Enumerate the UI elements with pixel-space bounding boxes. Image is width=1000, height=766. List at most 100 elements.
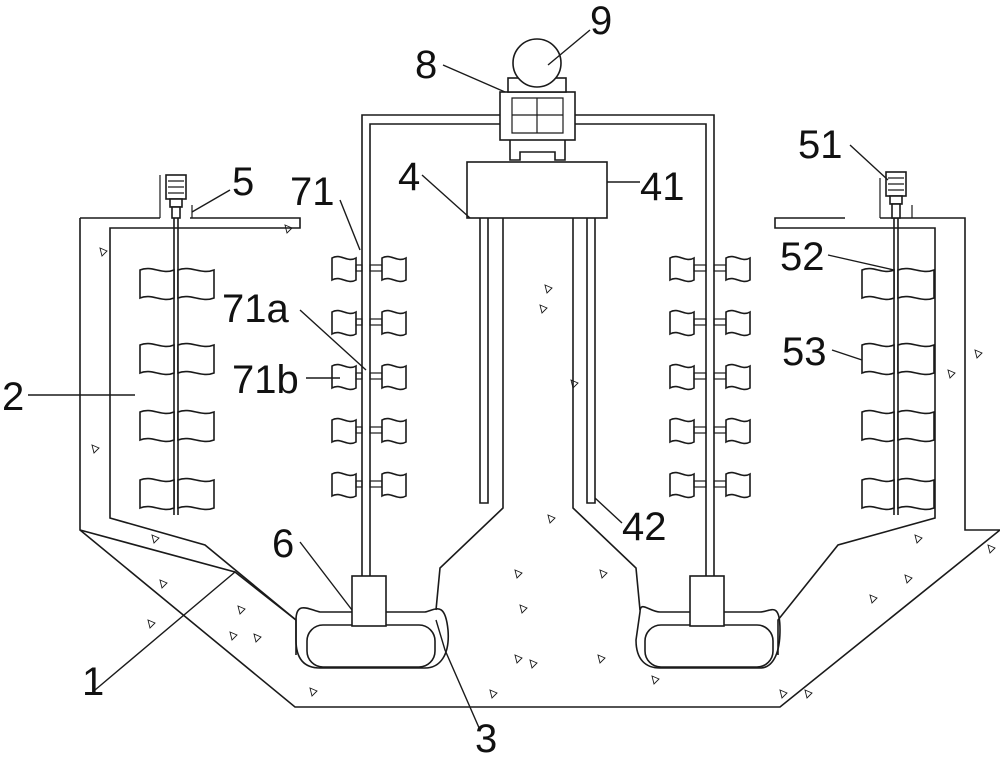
speck-2 xyxy=(151,534,160,544)
right-mixer-blade-1-b xyxy=(725,309,751,337)
right-mixer-arm-2-a xyxy=(693,372,707,380)
left-mixer-blade-3-a xyxy=(331,417,357,445)
label-1: 1 xyxy=(82,660,104,704)
left-mixer-arm-0-b xyxy=(369,264,383,272)
label-71b: 71b xyxy=(232,358,299,402)
right-mixer-blade-1-a xyxy=(669,309,695,337)
coupling xyxy=(509,140,566,161)
left-mixer-blade-4-a xyxy=(331,471,357,499)
speck-8 xyxy=(489,689,498,699)
right-mixer-blade-3-b xyxy=(725,417,751,445)
gear-box-detail xyxy=(511,97,564,134)
feed-box xyxy=(466,161,608,219)
left-mixer-blade-3-b xyxy=(381,417,407,445)
label-2: 2 xyxy=(2,375,24,419)
speck-29 xyxy=(987,544,996,554)
speck-22 xyxy=(914,534,923,544)
speck-13 xyxy=(514,569,523,579)
speck-20 xyxy=(974,349,983,359)
label-5: 5 xyxy=(232,160,254,204)
speck-14 xyxy=(599,569,608,579)
left-mixer-arm-0-a xyxy=(355,264,363,272)
left-mixer-blade-1-a xyxy=(331,309,357,337)
right-mixer-blade-2-b xyxy=(725,363,751,391)
central-channel xyxy=(435,218,641,611)
right-mixer-arm-1-a xyxy=(693,318,707,326)
leader-3 xyxy=(435,619,481,731)
right-impeller xyxy=(644,624,774,668)
speck-23 xyxy=(904,574,913,584)
left-mixer-arm-1-a xyxy=(355,318,363,326)
leader-4 xyxy=(421,174,471,219)
tank-outer-wall xyxy=(79,217,1000,708)
label-71: 71 xyxy=(290,170,335,214)
right-tank-blade-2-b xyxy=(897,409,935,443)
label-51: 51 xyxy=(798,123,843,167)
speck-17 xyxy=(514,654,523,664)
right-drive-block xyxy=(689,575,725,627)
left-tank-blade-2-b xyxy=(177,409,215,443)
leader-51 xyxy=(849,144,889,181)
speck-9 xyxy=(544,284,553,294)
leader-6 xyxy=(299,541,353,611)
left-mixer-arm-1-b xyxy=(369,318,383,326)
leader-71 xyxy=(339,199,361,251)
right-mixer-arm-4-b xyxy=(713,480,727,488)
speck-5 xyxy=(253,633,262,643)
right-mixer-arm-2-b xyxy=(713,372,727,380)
left-tank-blade-2-a xyxy=(139,409,175,443)
left-mixer-blade-4-b xyxy=(381,471,407,499)
leader-53 xyxy=(831,349,863,361)
right-tank-blade-0-a xyxy=(861,267,895,301)
left-mixer-arm-4-a xyxy=(355,480,363,488)
leader-5 xyxy=(191,189,231,213)
left-drive-block xyxy=(351,575,387,627)
left-tank-blade-0-a xyxy=(139,267,175,301)
right-mixer-blade-4-b xyxy=(725,471,751,499)
label-53: 53 xyxy=(782,330,827,374)
right-mixer-blade-2-a xyxy=(669,363,695,391)
right-mixer-blade-3-a xyxy=(669,417,695,445)
left-mixer-arm-2-a xyxy=(355,372,363,380)
speck-28 xyxy=(147,619,156,629)
label-3: 3 xyxy=(475,717,497,761)
speck-19 xyxy=(284,224,293,234)
speck-6 xyxy=(229,631,238,641)
label-71a: 71a xyxy=(222,287,289,331)
right-mixer-arm-0-a xyxy=(693,264,707,272)
label-42: 42 xyxy=(622,505,667,549)
leader-8 xyxy=(442,64,506,93)
speck-0 xyxy=(99,247,108,257)
right-tank-blade-1-b xyxy=(897,342,935,376)
frame-pipe xyxy=(361,114,715,576)
speck-15 xyxy=(519,604,528,614)
left-tank-blade-1-a xyxy=(139,342,175,376)
right-tank-blade-3-a xyxy=(861,477,895,511)
speck-4 xyxy=(237,605,246,615)
left-mixer-arm-2-b xyxy=(369,372,383,380)
pipe-4 xyxy=(479,218,489,504)
left-small-motor xyxy=(159,174,193,219)
right-mixer-arm-3-b xyxy=(713,426,727,434)
left-mixer-blade-1-b xyxy=(381,309,407,337)
label-8: 8 xyxy=(415,43,437,87)
right-tank-blade-1-a xyxy=(861,342,895,376)
right-mixer-arm-4-a xyxy=(693,480,707,488)
label-52: 52 xyxy=(780,235,825,279)
leader-52 xyxy=(827,254,895,271)
left-impeller xyxy=(306,624,436,668)
label-6: 6 xyxy=(272,522,294,566)
leader-9 xyxy=(547,29,591,66)
right-mixer-arm-0-b xyxy=(713,264,727,272)
left-mixer-blade-0-a xyxy=(331,255,357,283)
right-mixer-blade-0-a xyxy=(669,255,695,283)
speck-21 xyxy=(947,369,956,379)
tank-inner-layer xyxy=(79,529,297,621)
left-tank-blade-1-b xyxy=(177,342,215,376)
right-bottom-chamber xyxy=(635,605,781,669)
left-tank-blade-3-b xyxy=(177,477,215,511)
pipe-42 xyxy=(586,218,596,504)
leader-71a xyxy=(299,309,367,371)
speck-25 xyxy=(804,689,813,699)
